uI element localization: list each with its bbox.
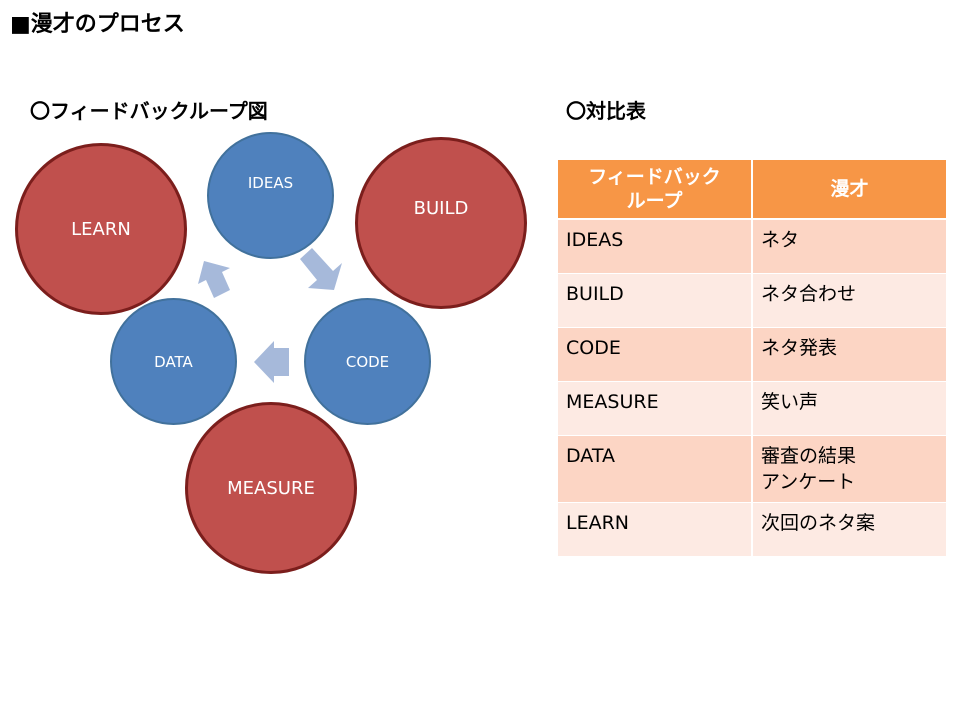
cell-loop-step: CODE [556, 326, 753, 382]
node-code: CODE [304, 298, 431, 425]
node-build: BUILD [355, 137, 527, 309]
table-row: BUILD ネタ合わせ [556, 272, 948, 328]
cell-manzai-step: 審査の結果 アンケート [751, 434, 948, 503]
cell-loop-step: LEARN [556, 501, 753, 557]
cell-loop-step: IDEAS [556, 218, 753, 274]
node-ideas: IDEAS [207, 132, 334, 259]
cell-manzai-step: ネタ発表 [751, 326, 948, 382]
node-measure-label: MEASURE [227, 477, 315, 499]
cell-manzai-step: ネタ [751, 218, 948, 274]
node-measure: MEASURE [185, 402, 357, 574]
node-learn: LEARN [15, 143, 187, 315]
table-row: MEASURE 笑い声 [556, 380, 948, 436]
cell-manzai-step: 笑い声 [751, 380, 948, 436]
header-feedback-loop: フィードバック ループ [556, 158, 753, 220]
cell-loop-step: MEASURE [556, 380, 753, 436]
table-header-row: フィードバック ループ 漫才 [556, 158, 948, 220]
node-code-label: CODE [345, 352, 390, 371]
node-data-label: DATA [154, 352, 193, 371]
loop-arrows [198, 248, 342, 383]
cell-loop-step: BUILD [556, 272, 753, 328]
cell-manzai-step: ネタ合わせ [751, 272, 948, 328]
arrow-code-to-data [254, 341, 289, 383]
cell-loop-step: DATA [556, 434, 753, 503]
node-ideas-label: IDEAS [247, 173, 294, 192]
arrow-ideas-to-build [300, 248, 342, 290]
table-heading: 〇対比表 [566, 99, 646, 123]
table-row: LEARN 次回のネタ案 [556, 501, 948, 557]
node-learn-label: LEARN [71, 218, 131, 240]
comparison-table: フィードバック ループ 漫才 IDEAS ネタ BUILD ネタ合わせ CODE… [556, 158, 948, 557]
node-data: DATA [110, 298, 237, 425]
table-row: IDEAS ネタ [556, 218, 948, 274]
page-title: ■漫才のプロセス [10, 12, 185, 37]
diagram-heading: 〇フィードバックループ図 [30, 99, 268, 123]
table-row: CODE ネタ発表 [556, 326, 948, 382]
header-manzai: 漫才 [751, 158, 948, 220]
cell-manzai-step: 次回のネタ案 [751, 501, 948, 557]
table-row: DATA 審査の結果 アンケート [556, 434, 948, 503]
arrow-data-to-ideas [198, 261, 230, 298]
node-build-label: BUILD [413, 197, 469, 219]
feedback-loop-diagram: LEARN IDEAS BUILD CODE DATA MEASURE [0, 120, 545, 590]
